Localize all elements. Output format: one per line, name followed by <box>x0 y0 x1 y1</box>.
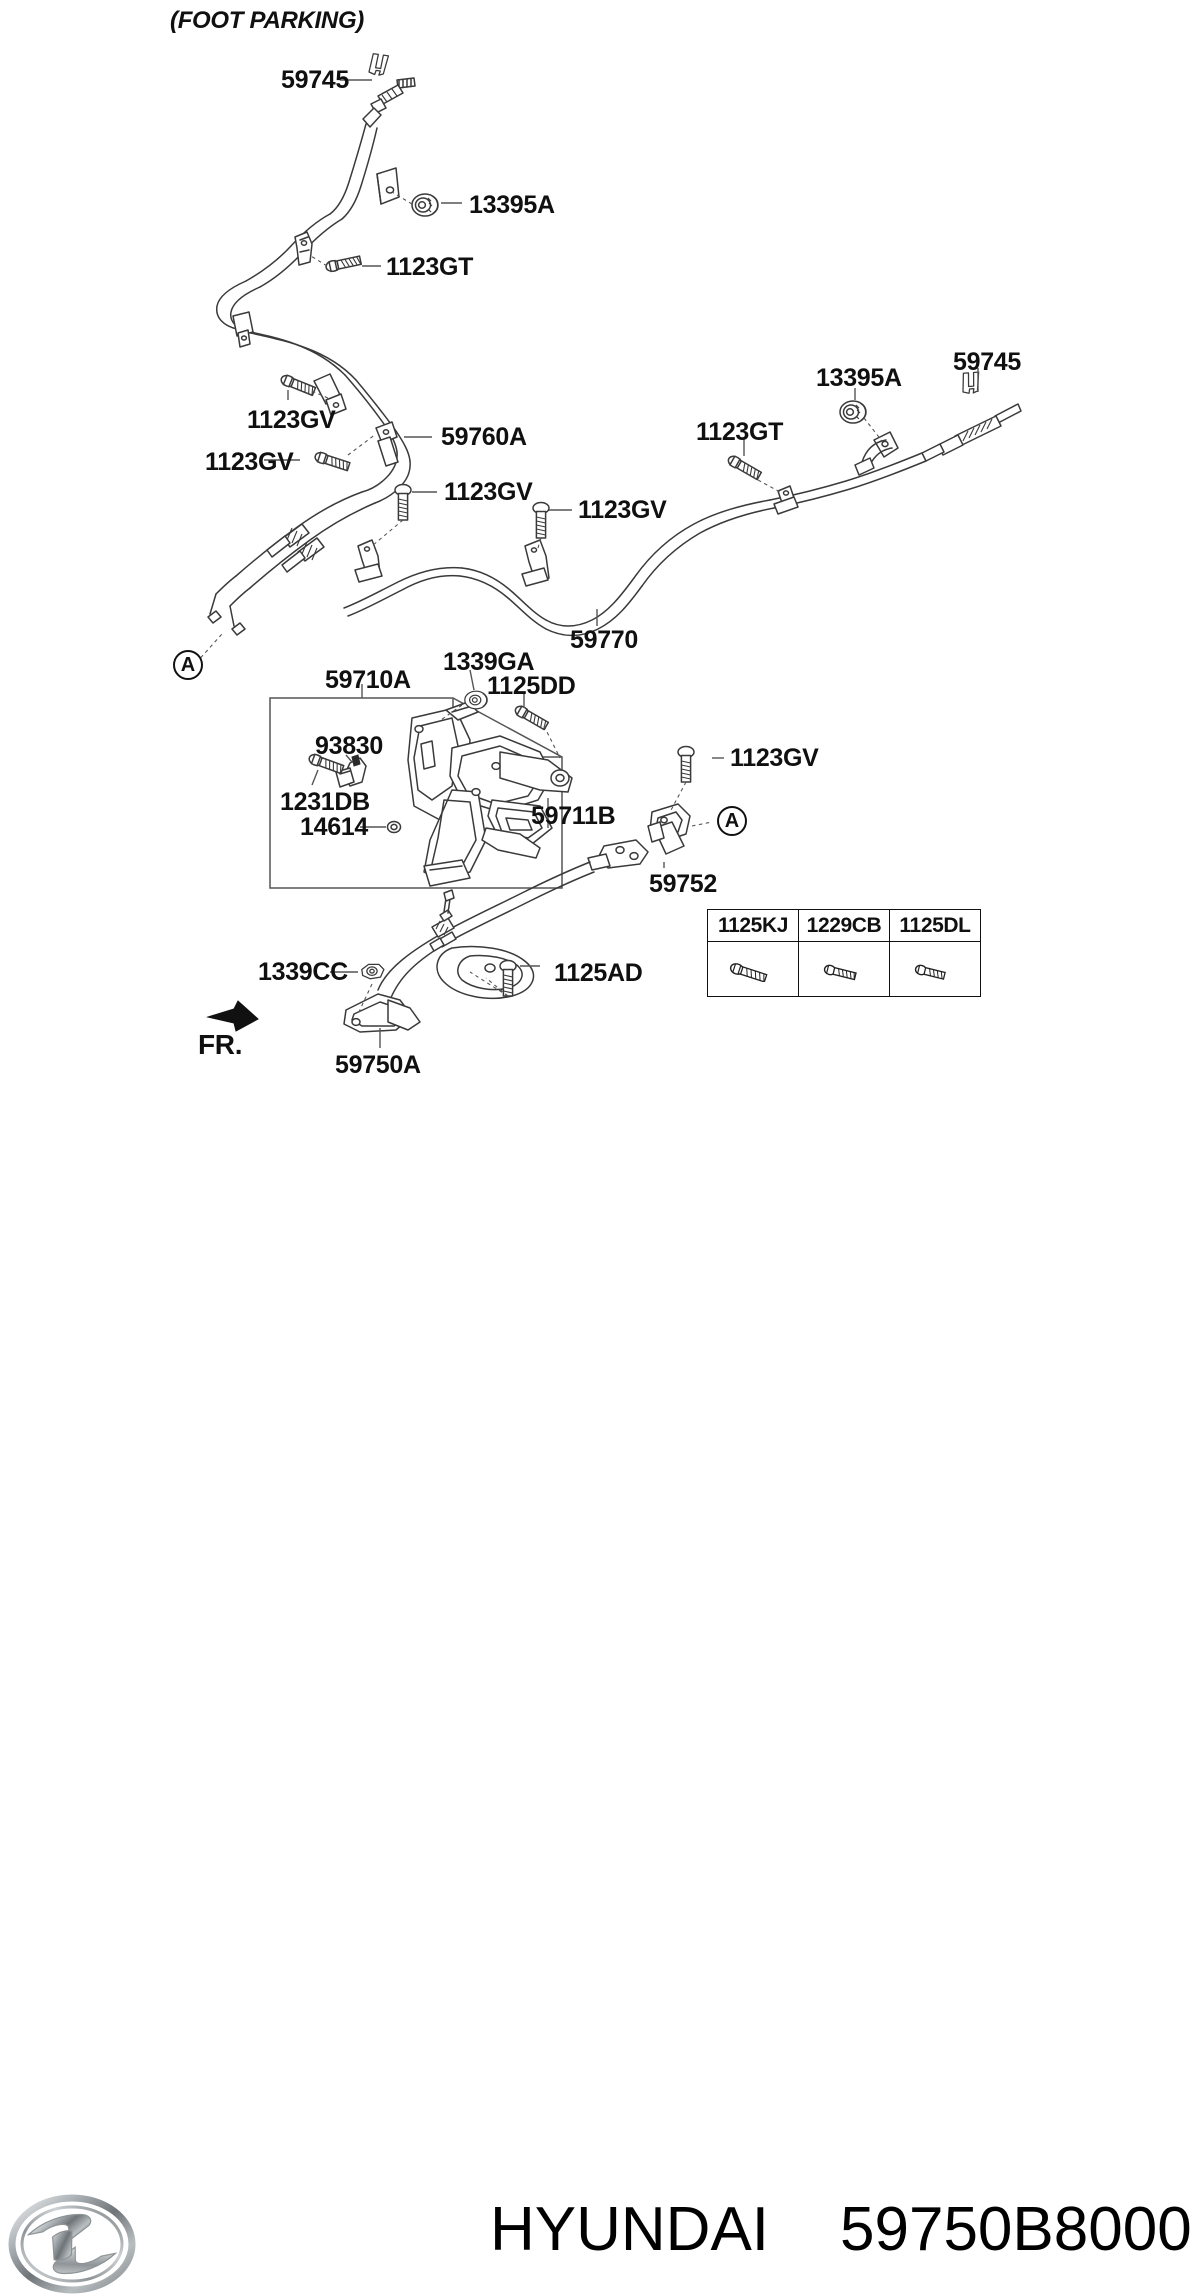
fastener-legend-table: 1125KJ 1229CB 1125DL <box>707 909 981 997</box>
front-direction-arrow <box>206 1000 259 1032</box>
callout-93830: 93830 <box>315 732 384 760</box>
cable-adjuster-b <box>281 537 325 573</box>
callout-1123GT-right: 1123GT <box>696 418 784 446</box>
callout-59752: 59752 <box>649 870 718 898</box>
part-number: 59750B8000 <box>840 2195 1192 2264</box>
bolt-1123GT-right-icon <box>725 453 763 482</box>
callout-59710A: 59710A <box>325 666 411 694</box>
parts-diagram: .s { fill:none; stroke:#3a3a3a; stroke-w… <box>0 7 1200 2294</box>
legend-header-1229CB: 1229CB <box>798 909 890 942</box>
washer-1339GA-icon <box>464 690 488 710</box>
hyundai-logo <box>8 2194 136 2294</box>
bolt-icon <box>823 964 857 981</box>
clamp-1123GV-mid <box>354 539 383 583</box>
callout-14614: 14614 <box>300 813 369 841</box>
bracket-left-upper <box>376 167 400 205</box>
cable-right-end-fitting <box>921 403 1022 462</box>
callout-59750A: 59750A <box>335 1051 421 1079</box>
callout-13395A-left: 13395A <box>469 191 555 219</box>
diagram-linework: .s { fill:none; stroke:#3a3a3a; stroke-w… <box>195 52 1022 1048</box>
callout-59745-left: 59745 <box>281 66 350 94</box>
callout-59770: 59770 <box>570 626 639 654</box>
ring-14614-icon <box>386 820 402 834</box>
grommet-left-icon <box>411 193 439 217</box>
clamp-left-1123GT <box>294 231 313 266</box>
bolt-icon <box>729 963 768 982</box>
section-marker-a-right: A <box>717 806 747 836</box>
callout-1339CC: 1339CC <box>258 958 348 986</box>
legend-cell-1125KJ <box>707 941 799 997</box>
bolt-1123GV-mid-icon <box>394 483 412 521</box>
nut-1339CC-icon <box>361 963 385 980</box>
legend-cell-1125DL <box>889 941 981 997</box>
brand-name: HYUNDAI <box>490 2195 770 2264</box>
bracket-right-upper <box>854 431 899 476</box>
grommet-right-icon <box>839 400 867 424</box>
cable-left-end-fitting <box>362 77 416 128</box>
bolt-1123GV-center-icon <box>532 501 550 539</box>
legend-header-1125KJ: 1125KJ <box>707 909 799 942</box>
diagram-title: (FOOT PARKING) <box>170 7 364 34</box>
callout-1123GV-lower-left: 1123GV <box>205 448 294 476</box>
callout-1123GT-left: 1123GT <box>386 253 474 281</box>
parking-brake-pedal-assembly <box>407 701 573 887</box>
section-marker-a-left: A <box>173 650 203 680</box>
callout-1123GV-mid: 1123GV <box>444 478 533 506</box>
callout-1123GV-equalizer: 1123GV <box>730 744 819 772</box>
front-cable-adjuster <box>429 917 457 952</box>
callout-1339GA: 1339GA <box>443 648 535 676</box>
clamp-1123GV-lower <box>375 421 399 467</box>
clamp-right-1123GT <box>773 485 799 515</box>
bolt-1123GV-upper-icon <box>278 372 317 398</box>
cable-connector-plate <box>587 839 649 871</box>
callout-1123GV-upper-left: 1123GV <box>247 406 336 434</box>
callout-1125AD: 1125AD <box>554 959 643 987</box>
clamp-1123GV-center <box>521 539 550 587</box>
cable-adjuster-a <box>266 523 310 558</box>
callout-1125DD: 1125DD <box>487 672 576 700</box>
bolt-icon <box>914 964 946 980</box>
callout-59711B: 59711B <box>531 802 616 830</box>
legend-header-1125DL: 1125DL <box>889 909 981 942</box>
front-cable-bracket <box>343 993 421 1033</box>
bolt-1125DD-icon <box>512 703 550 732</box>
callout-1123GV-center: 1123GV <box>578 496 667 524</box>
callout-13395A-right: 13395A <box>816 364 902 392</box>
callout-59745-right: 59745 <box>953 348 1022 376</box>
bracket-left-mid <box>232 311 254 348</box>
callout-59760A: 59760A <box>441 423 527 451</box>
clamp-1123GV-upper <box>313 373 347 416</box>
footer-bar: HYUNDAI 59750B8000 <box>0 1096 1200 2294</box>
bolt-1125AD-icon <box>499 959 517 997</box>
bolt-1123GT-left-icon <box>324 254 363 274</box>
bolt-1123GV-equalizer-icon <box>677 745 695 783</box>
front-direction-label: FR. <box>198 1029 243 1060</box>
front-cable-plate <box>436 945 535 1000</box>
callout-1231DB: 1231DB <box>280 788 370 816</box>
legend-icon-row <box>707 941 981 997</box>
clip-59745-left-icon <box>368 52 390 77</box>
legend-header-row: 1125KJ 1229CB 1125DL <box>707 909 981 942</box>
bolt-1123GV-lower-icon <box>312 450 351 473</box>
legend-cell-1229CB <box>798 941 890 997</box>
equalizer-59752 <box>647 803 691 855</box>
